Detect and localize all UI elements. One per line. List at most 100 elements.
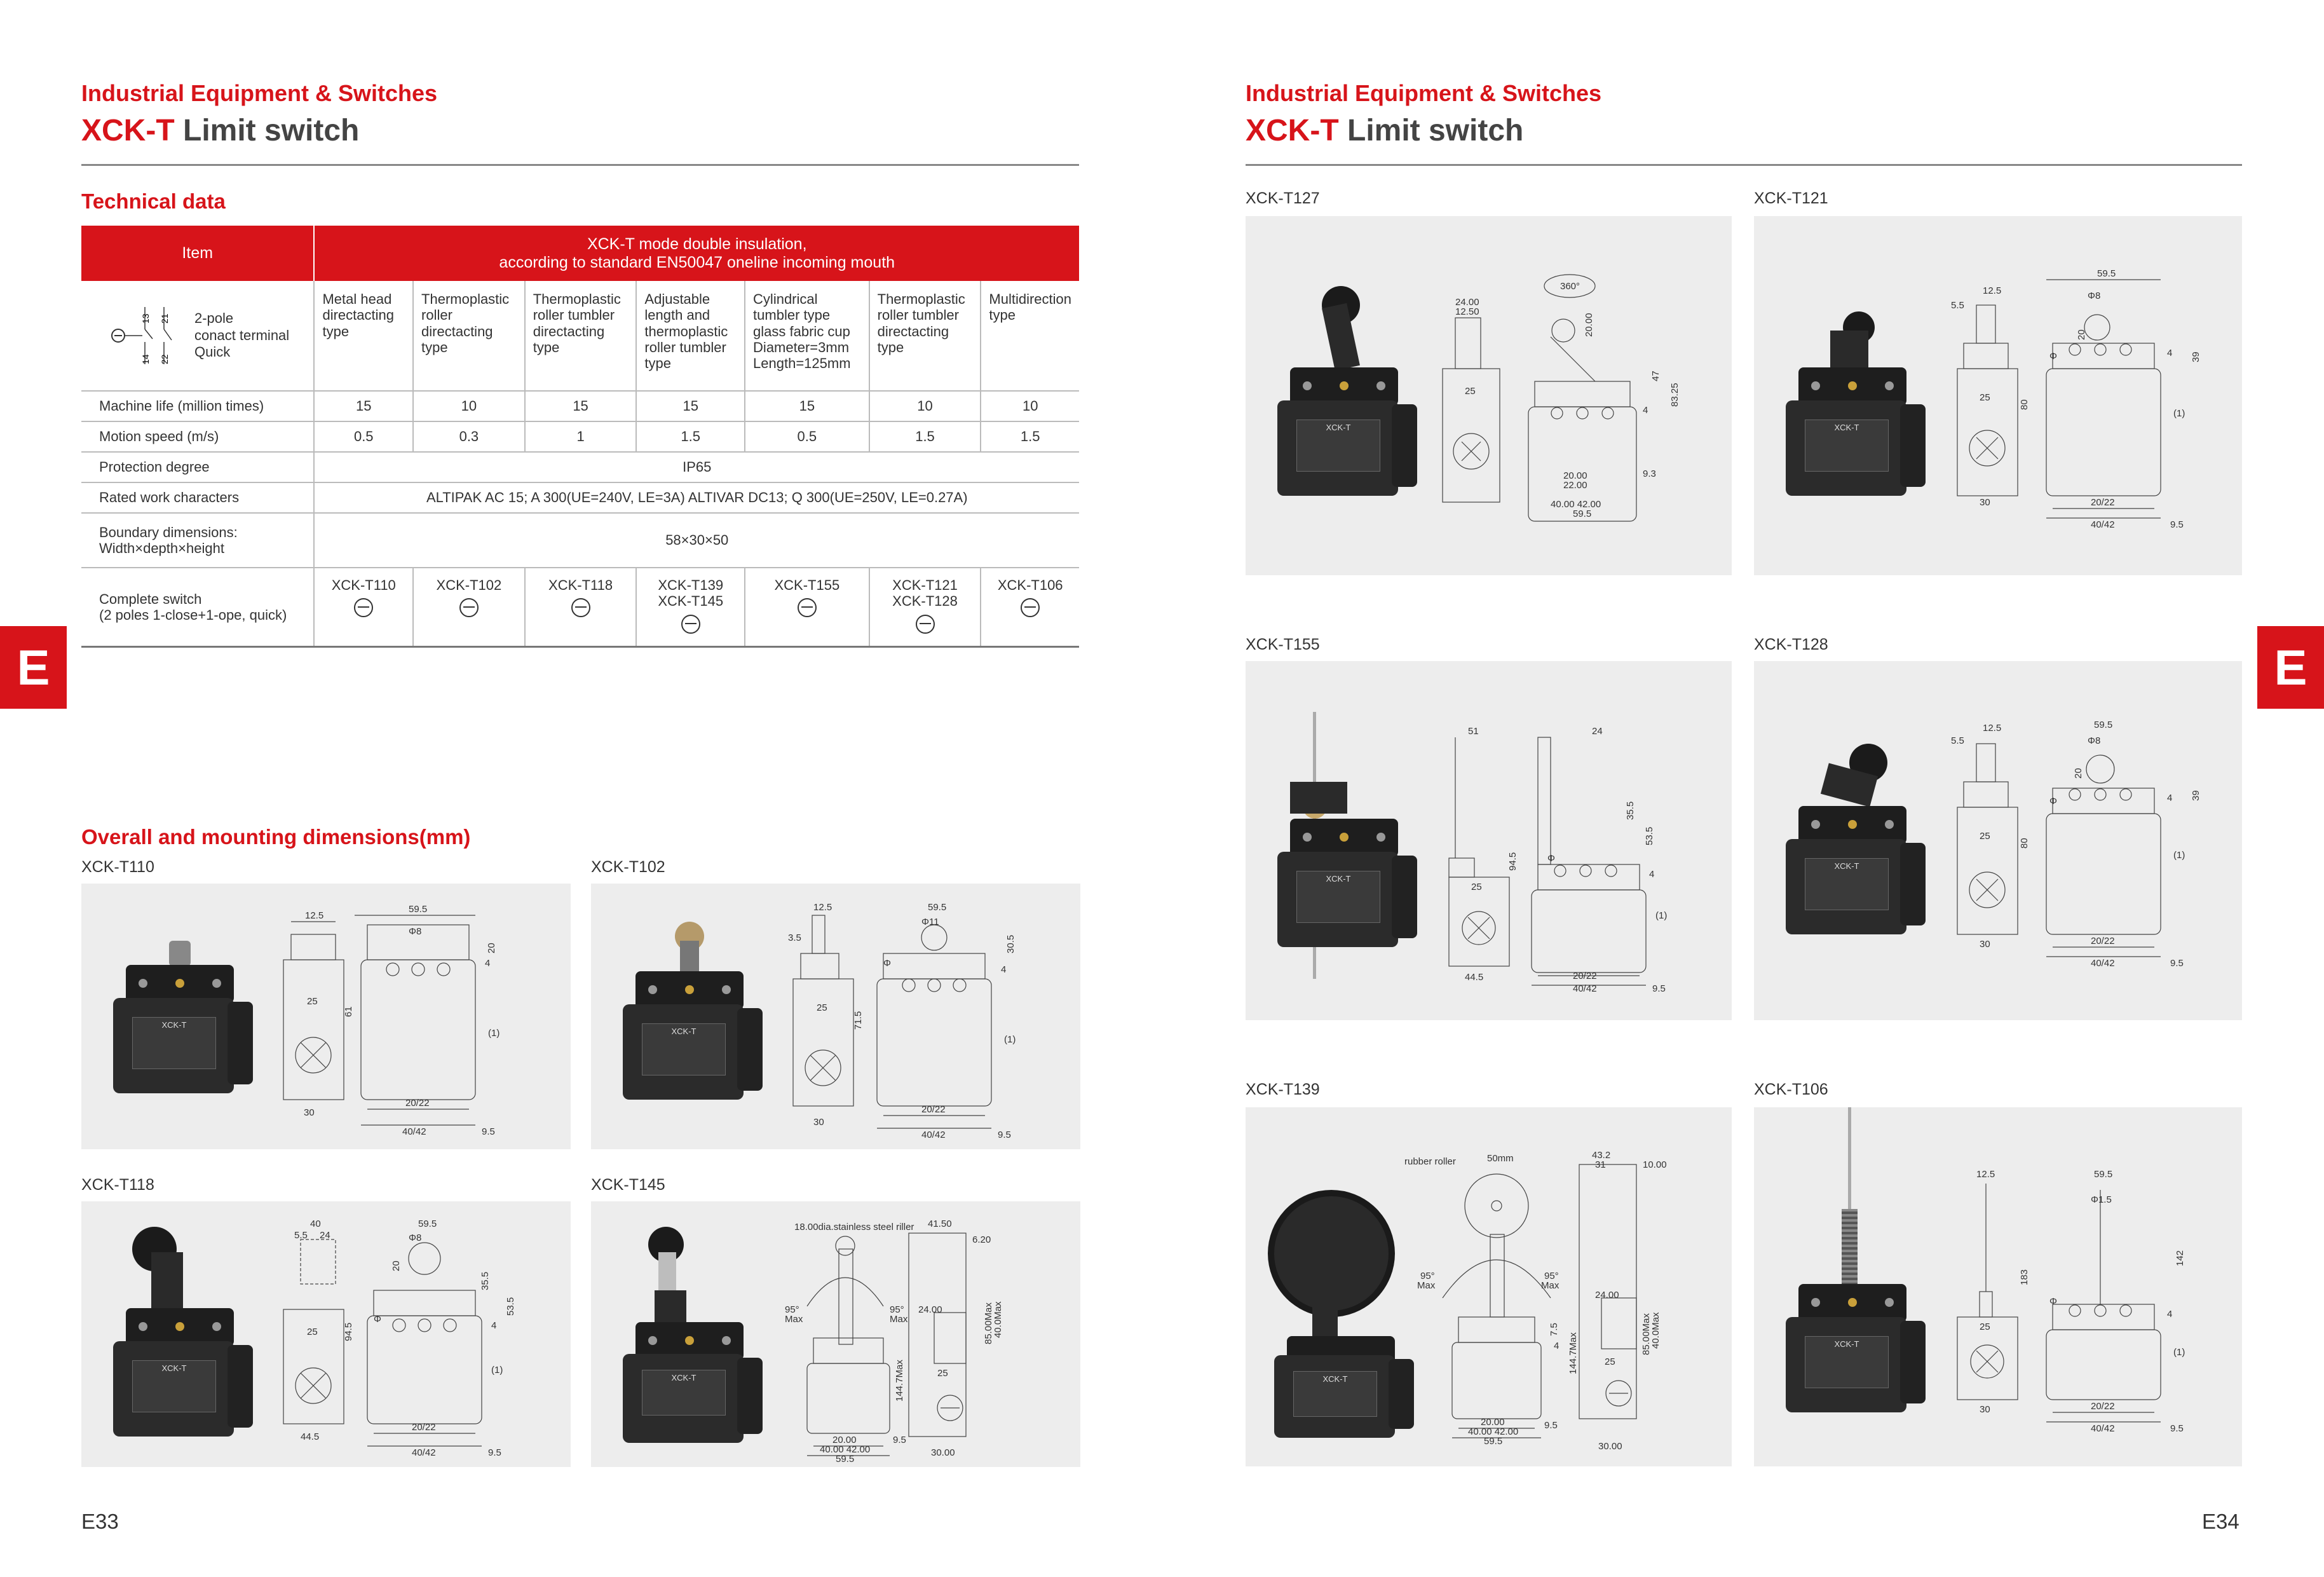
left-header-rule [81,164,1079,166]
svg-text:20.00: 20.00 [1584,313,1594,337]
svg-text:9.5: 9.5 [2170,519,2184,530]
svg-text:Φ: Φ [883,958,891,969]
pin-14: 14 [140,354,151,364]
type-3-l4: type [533,339,560,355]
switch-photo-t139: XCK-T [1261,1190,1420,1438]
contact-icon [571,598,590,618]
type-5-l1: Cylindrical [753,291,818,307]
svg-text:20.00: 20.00 [1481,1417,1505,1428]
svg-text:4: 4 [1649,869,1654,880]
row-motion-speed: Motion speed (m/s) 0.5 0.3 1 1.5 0.5 1.5… [81,421,1079,453]
svg-text:144.7Max: 144.7Max [894,1360,905,1402]
svg-text:25: 25 [937,1368,948,1379]
right-title: XCK-T Limit switch [1246,113,1523,148]
svg-text:40/42: 40/42 [2091,958,2115,969]
svg-text:9.5: 9.5 [893,1435,906,1445]
model-label-t139: XCK-T139 [1246,1081,1320,1098]
svg-text:25: 25 [1980,392,1990,403]
row-complete: Complete switch(2 poles 1-close+1-ope, q… [81,568,1079,648]
svg-text:25: 25 [1605,1356,1615,1367]
right-category: Industrial Equipment & Switches [1246,80,1602,106]
motion-speed-1: 0.5 [313,421,414,453]
type-1-l3: type [322,323,350,339]
protection-value: IP65 [313,452,1079,483]
motion-speed-7: 1.5 [980,421,1079,453]
right-title-model: XCK-T [1246,114,1339,147]
model-label-t155: XCK-T155 [1246,636,1320,653]
motion-speed-label: Motion speed (m/s) [81,421,315,453]
svg-text:4: 4 [1643,405,1648,416]
svg-text:9.5: 9.5 [2170,958,2184,969]
svg-text:40/42: 40/42 [2091,519,2115,530]
machine-life-2: 10 [412,391,525,422]
svg-text:(1): (1) [1655,910,1667,921]
svg-text:9.5: 9.5 [1652,983,1666,992]
svg-text:40/42: 40/42 [2091,1423,2115,1434]
right-page-number: E34 [2202,1510,2239,1533]
svg-text:(1): (1) [491,1365,503,1376]
svg-text:9.5: 9.5 [488,1447,501,1458]
svg-text:Max: Max [1541,1280,1560,1291]
type-4-l1: Adjustable [644,291,710,307]
model-7: XCK-T106 [997,577,1063,593]
type-2-l1: Thermoplastic [421,291,510,307]
model-2: XCK-T102 [436,577,502,593]
photo-brand: XCK-T [161,1020,187,1030]
type-7-l2: type [989,307,1016,324]
svg-text:Φ11: Φ11 [921,917,939,927]
svg-text:6.20: 6.20 [972,1234,991,1245]
svg-text:22.00: 22.00 [1563,480,1587,491]
svg-text:40.00 42.00: 40.00 42.00 [1468,1426,1518,1437]
machine-life-label: Machine life (million times) [81,391,315,422]
photo-brand: XCK-T [161,1363,187,1373]
svg-text:30: 30 [1980,497,1990,508]
left-title-model: XCK-T [81,114,175,147]
svg-text:20: 20 [486,943,497,953]
svg-text:85.00Max: 85.00Max [983,1302,994,1344]
boundary-label-1: Boundary dimensions: [99,524,238,540]
left-category: Industrial Equipment & Switches [81,80,438,106]
svg-text:144.7Max: 144.7Max [1568,1332,1579,1374]
svg-text:95°: 95° [1544,1271,1559,1281]
svg-text:20.00: 20.00 [1563,470,1587,481]
svg-text:40: 40 [310,1219,321,1229]
svg-text:83.25: 83.25 [1669,383,1680,407]
contact-icon [797,598,817,618]
model-5: XCK-T155 [774,577,840,593]
svg-text:50mm: 50mm [1487,1153,1514,1164]
type-1-l1: Metal head [322,291,392,307]
machine-life-1: 15 [313,391,414,422]
type-4-l4: roller tumbler [644,339,726,355]
svg-text:59.5: 59.5 [409,904,427,915]
model-cell-1: XCK-T110 [313,568,414,648]
svg-text:4: 4 [485,958,490,969]
type-3-l3: directacting [533,323,605,339]
technical-data-table: Item XCK-T mode double insulation,accord… [81,226,1079,648]
svg-text:20/22: 20/22 [2091,936,2115,946]
svg-text:20.00: 20.00 [832,1435,857,1445]
svg-text:(1): (1) [1004,1034,1016,1045]
svg-text:41.50: 41.50 [928,1219,952,1229]
svg-text:20/22: 20/22 [921,1104,946,1115]
photo-brand: XCK-T [1834,861,1859,871]
svg-text:Φ: Φ [1547,853,1555,864]
svg-text:95°: 95° [1420,1271,1435,1281]
complete-label: Complete switch(2 poles 1-close+1-ope, q… [81,568,315,648]
svg-text:9.5: 9.5 [2170,1423,2184,1434]
svg-text:4: 4 [1554,1341,1559,1351]
svg-text:142: 142 [2175,1250,2185,1266]
svg-text:(1): (1) [488,1028,499,1039]
svg-text:(1): (1) [2173,850,2185,861]
model-4b: XCK-T145 [658,593,724,610]
left-title-rest: Limit switch [174,114,360,147]
svg-text:20: 20 [2076,329,2087,340]
